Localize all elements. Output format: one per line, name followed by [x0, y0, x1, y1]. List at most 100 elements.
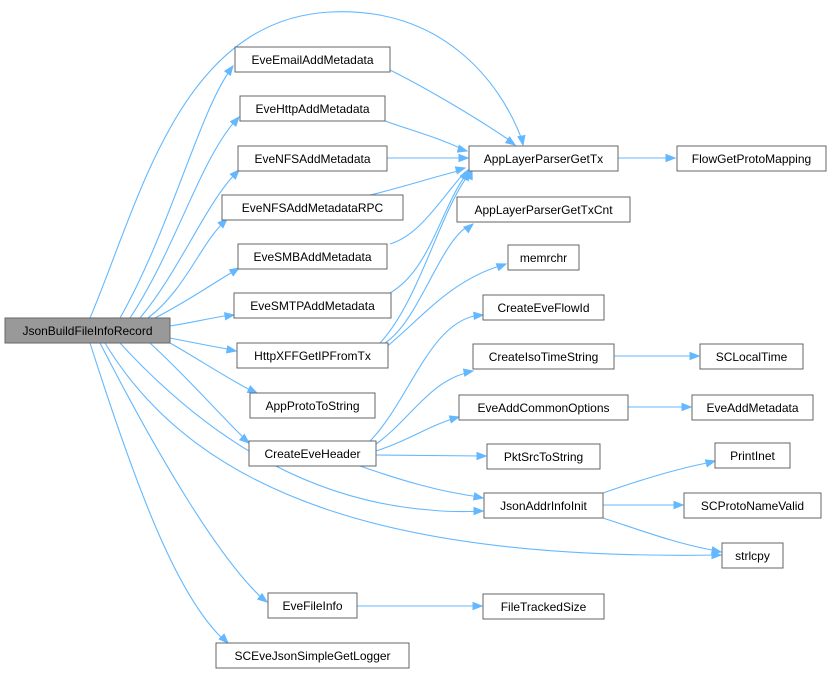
arrowhead — [228, 267, 241, 277]
edge-17 — [369, 166, 467, 196]
arrowhead — [239, 433, 251, 444]
node-label: EveHttpAddMetadata — [255, 102, 369, 116]
edge-22 — [384, 263, 508, 349]
arrowhead — [458, 153, 470, 163]
node-app-layer-parser-get-tx[interactable]: AppLayerParserGetTx — [468, 145, 619, 172]
nodes: JsonBuildFileInfoRecord EveEmailAddMetad… — [4, 46, 827, 669]
node-app-proto-to-string[interactable]: AppProtoToString — [249, 392, 376, 419]
edge-14 — [389, 69, 517, 146]
arrowhead — [472, 492, 485, 501]
node-label: FlowGetProtoMapping — [692, 152, 811, 166]
arrowhead — [710, 546, 723, 555]
node-create-iso-time-string[interactable]: CreateIsoTimeString — [472, 343, 615, 370]
edge-19 — [389, 169, 470, 294]
node-eve-nfs-add-metadata-rpc[interactable]: EveNFSAddMetadataRPC — [221, 194, 404, 221]
edge-31 — [602, 459, 717, 494]
edge-13 — [89, 342, 229, 644]
edge-24 — [375, 368, 475, 445]
node-eve-smb-add-metadata[interactable]: EveSMBAddMetadata — [237, 243, 388, 270]
arrowhead — [704, 459, 717, 468]
node-label: memrchr — [520, 251, 567, 265]
edge-line — [602, 517, 719, 552]
node-eve-http-add-metadata[interactable]: EveHttpAddMetadata — [239, 95, 386, 122]
node-label: SCLocalTime — [716, 350, 788, 364]
edge-33 — [602, 517, 723, 555]
edges — [89, 11, 723, 644]
edge-30 — [628, 402, 693, 412]
node-sc-local-time[interactable]: SCLocalTime — [699, 343, 804, 370]
edge-line — [149, 342, 247, 441]
node-strlcpy[interactable]: strlcpy — [721, 542, 784, 569]
arrowhead — [473, 506, 485, 516]
node-label: SCProtoNameValid — [701, 499, 804, 513]
arrowhead — [225, 345, 238, 354]
node-eve-smtp-add-metadata[interactable]: EveSMTPAddMetadata — [233, 292, 392, 319]
node-app-layer-parser-get-tx-cnt[interactable]: AppLayerParserGetTxCnt — [456, 196, 631, 223]
node-memrchr[interactable]: memrchr — [507, 244, 580, 271]
node-label: HttpXFFGetIPFromTx — [254, 349, 371, 363]
edge-6 — [169, 312, 236, 327]
node-label: JsonBuildFileInfoRecord — [22, 324, 152, 338]
arrowhead — [463, 223, 475, 234]
edge-line — [379, 172, 471, 344]
edge-5 — [154, 267, 241, 319]
node-sc-proto-name-valid[interactable]: SCProtoNameValid — [683, 492, 822, 519]
node-label: EveNFSAddMetadata — [254, 152, 370, 166]
edge-line — [119, 68, 232, 319]
node-create-eve-header[interactable]: CreateEveHeader — [248, 440, 377, 467]
node-file-tracked-size[interactable]: FileTrackedSize — [482, 593, 605, 620]
edge-line — [384, 224, 471, 344]
arrowhead — [473, 311, 485, 321]
node-pkt-src-to-string[interactable]: PktSrcToString — [486, 443, 601, 470]
node-json-build-file-info-record[interactable]: JsonBuildFileInfoRecord — [4, 317, 171, 344]
node-label: FileTrackedSize — [501, 600, 587, 614]
node-flow-get-proto-mapping[interactable]: FlowGetProtoMapping — [676, 145, 827, 172]
edge-line — [139, 172, 237, 319]
edge-line — [384, 264, 504, 349]
node-json-addr-info-init[interactable]: JsonAddrInfoInit — [483, 492, 604, 519]
edge-line — [89, 11, 523, 319]
arrowhead — [665, 153, 677, 163]
edge-16 — [387, 153, 470, 163]
node-label: AppLayerParserGetTx — [484, 152, 603, 166]
edge-28 — [618, 153, 677, 163]
edge-32 — [603, 500, 685, 510]
node-label: PrintInet — [730, 449, 775, 463]
node-label: CreateEveFlowId — [497, 301, 589, 315]
node-http-xff-get-ip-from-tx[interactable]: HttpXFFGetIPFromTx — [236, 342, 389, 369]
arrowhead — [223, 64, 234, 77]
edge-line — [389, 69, 513, 143]
edge-line — [389, 171, 466, 245]
edge-line — [154, 269, 237, 319]
edge-21 — [384, 223, 475, 344]
arrowhead — [476, 451, 488, 461]
node-create-eve-flow-id[interactable]: CreateEveFlowId — [482, 294, 605, 321]
node-eve-add-metadata[interactable]: EveAddMetadata — [691, 394, 814, 421]
node-label: EveSMTPAddMetadata — [250, 299, 375, 313]
node-label: JsonAddrInfoInit — [500, 499, 587, 513]
arrowhead — [673, 500, 685, 510]
node-eve-nfs-add-metadata[interactable]: EveNFSAddMetadata — [237, 145, 388, 172]
arrowhead — [517, 134, 526, 147]
edge-4 — [147, 218, 228, 319]
arrowhead — [448, 415, 461, 424]
node-eve-add-common-options[interactable]: EveAddCommonOptions — [458, 394, 629, 421]
node-label: CreateIsoTimeString — [489, 350, 599, 364]
node-eve-email-add-metadata[interactable]: EveEmailAddMetadata — [234, 46, 391, 73]
node-sc-eve-json-simple-get-logger[interactable]: SCEveJsonSimpleGetLogger — [215, 642, 410, 669]
arrowhead — [495, 263, 508, 272]
arrowhead — [454, 166, 467, 175]
edge-10 — [119, 342, 485, 516]
node-label: CreateEveHeader — [264, 447, 360, 461]
node-label: strlcpy — [735, 549, 770, 563]
edge-line — [147, 221, 225, 319]
arrowhead — [456, 144, 469, 153]
edge-line — [99, 342, 265, 601]
arrowhead — [464, 168, 473, 181]
edge-line — [602, 461, 713, 494]
edge-0 — [89, 11, 526, 319]
node-eve-file-info[interactable]: EveFileInfo — [267, 592, 358, 619]
node-print-inet[interactable]: PrintInet — [714, 442, 791, 469]
edge-line — [169, 337, 234, 351]
node-label: AppProtoToString — [265, 399, 359, 413]
